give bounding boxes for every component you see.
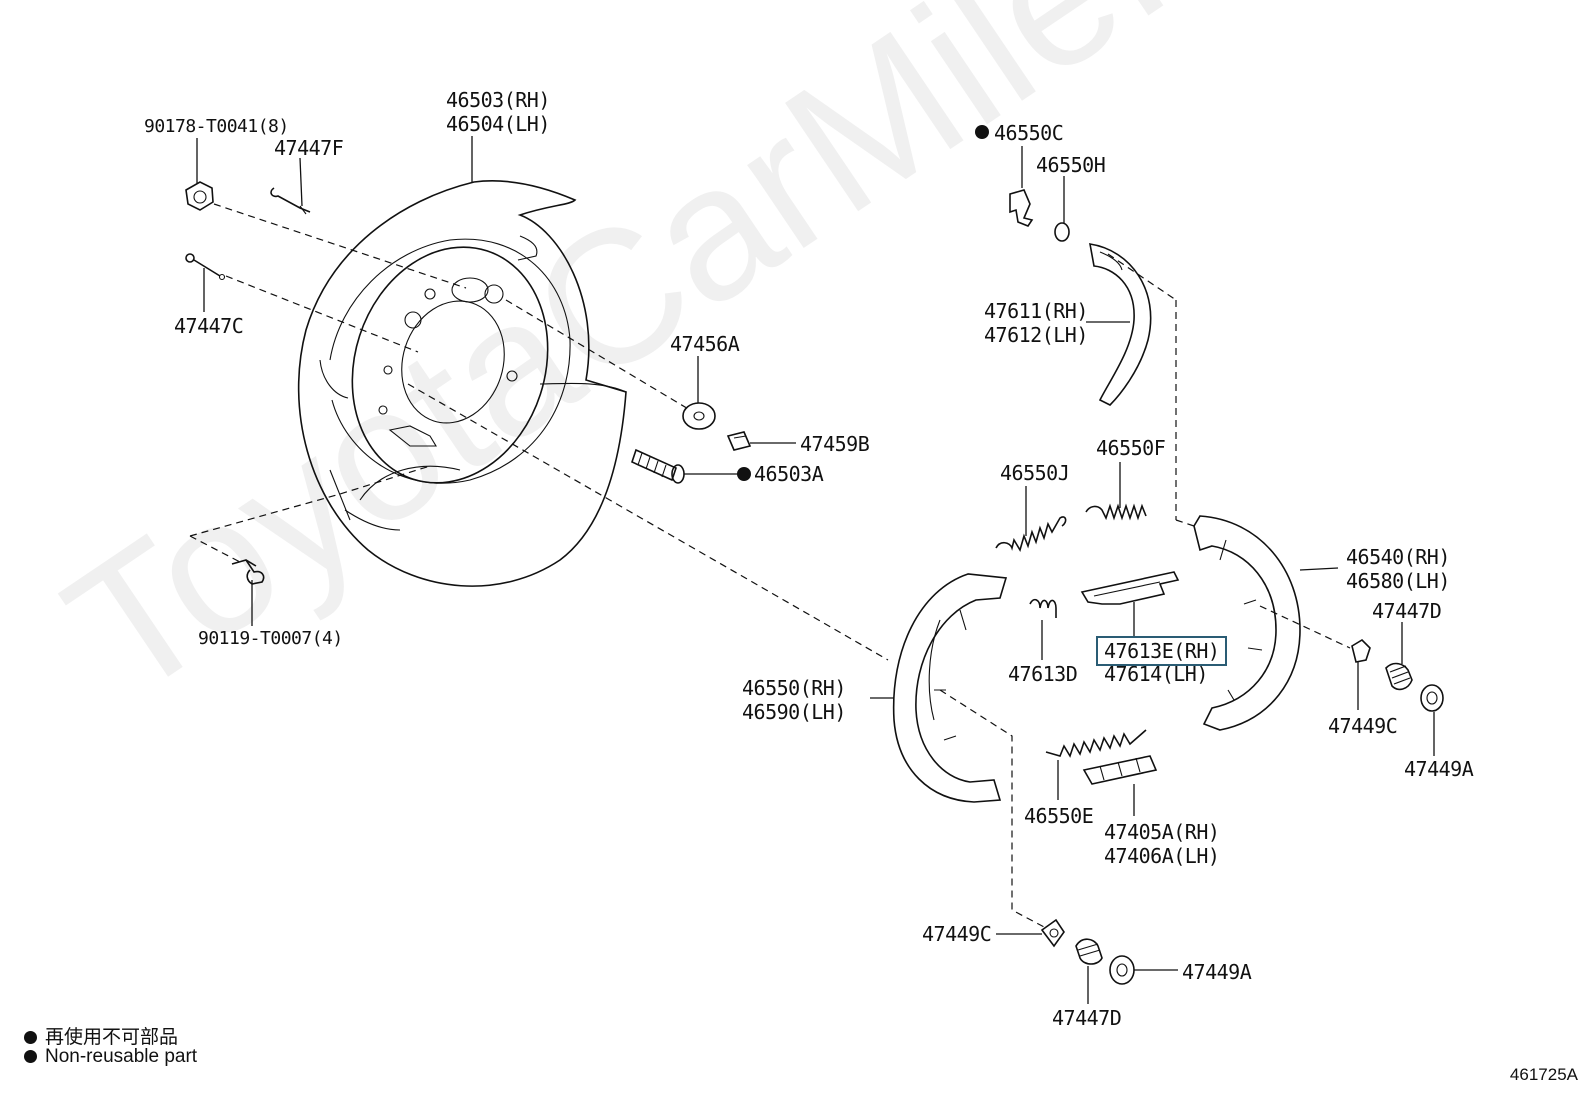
legend-english: Non-reusable part	[24, 1046, 197, 1068]
part-label-47447F[interactable]: 47447F	[274, 136, 344, 160]
figure-number: 461725A	[1509, 1065, 1578, 1084]
part-label-47449C-bottom[interactable]: 47449C	[922, 922, 992, 946]
part-label-47449A-bottom[interactable]: 47449A	[1182, 960, 1252, 984]
part-label-46550F[interactable]: 46550F	[1096, 436, 1166, 460]
part-label-47612[interactable]: 47612(LH)	[984, 323, 1088, 347]
small-parts-left	[185, 181, 752, 585]
nonreusable-marker-46550C	[975, 125, 989, 139]
legend-dot	[24, 1050, 37, 1063]
part-label-46590[interactable]: 46590(LH)	[742, 700, 846, 724]
part-label-46550J[interactable]: 46550J	[1000, 461, 1070, 485]
part-label-90178[interactable]: 90178-T0041(8)	[144, 116, 289, 137]
part-label-46504[interactable]: 46504(LH)	[446, 112, 550, 136]
leader-lines	[196, 136, 1435, 1004]
part-label-47447D-right[interactable]: 47447D	[1372, 599, 1442, 623]
part-label-90119[interactable]: 90119-T0007(4)	[198, 628, 343, 649]
part-label-46550E[interactable]: 46550E	[1024, 804, 1094, 828]
part-label-46550C[interactable]: 46550C	[994, 121, 1064, 145]
part-label-47406A[interactable]: 47406A(LH)	[1104, 844, 1220, 868]
part-label-46580[interactable]: 46580(LH)	[1346, 569, 1450, 593]
part-label-46503A[interactable]: 46503A	[754, 462, 824, 486]
part-label-47456A[interactable]: 47456A	[670, 332, 740, 356]
part-label-46503[interactable]: 46503(RH)	[446, 88, 550, 112]
assembly-lines	[189, 203, 1351, 929]
part-label-47613D[interactable]: 47613D	[1008, 662, 1078, 686]
legend-text-jp: 再使用不可部品	[45, 1027, 179, 1048]
part-label-47449A-right[interactable]: 47449A	[1404, 757, 1474, 781]
part-label-47447C[interactable]: 47447C	[174, 314, 244, 338]
part-label-47459B[interactable]: 47459B	[800, 432, 870, 456]
legend-japanese: 再使用不可部品	[24, 1022, 178, 1049]
part-label-47449C-right[interactable]: 47449C	[1328, 714, 1398, 738]
part-label-46540[interactable]: 46540(RH)	[1346, 545, 1450, 569]
part-label-47405A[interactable]: 47405A(RH)	[1104, 820, 1220, 844]
part-label-47611[interactable]: 47611(RH)	[984, 299, 1088, 323]
legend-text-en: Non-reusable part	[45, 1046, 198, 1067]
nonreusable-marker-46503A	[737, 467, 751, 481]
part-label-47447D-bottom[interactable]: 47447D	[1052, 1006, 1122, 1030]
part-label-47614[interactable]: 47614(LH)	[1104, 662, 1208, 686]
part-label-47613E-highlighted[interactable]: 47613E(RH)	[1096, 636, 1228, 666]
part-label-46550[interactable]: 46550(RH)	[742, 676, 846, 700]
part-label-46550H[interactable]: 46550H	[1036, 153, 1106, 177]
backing-plate-drawing	[297, 180, 627, 587]
legend-dot	[24, 1031, 37, 1044]
shoe-group-drawing	[892, 189, 1444, 985]
